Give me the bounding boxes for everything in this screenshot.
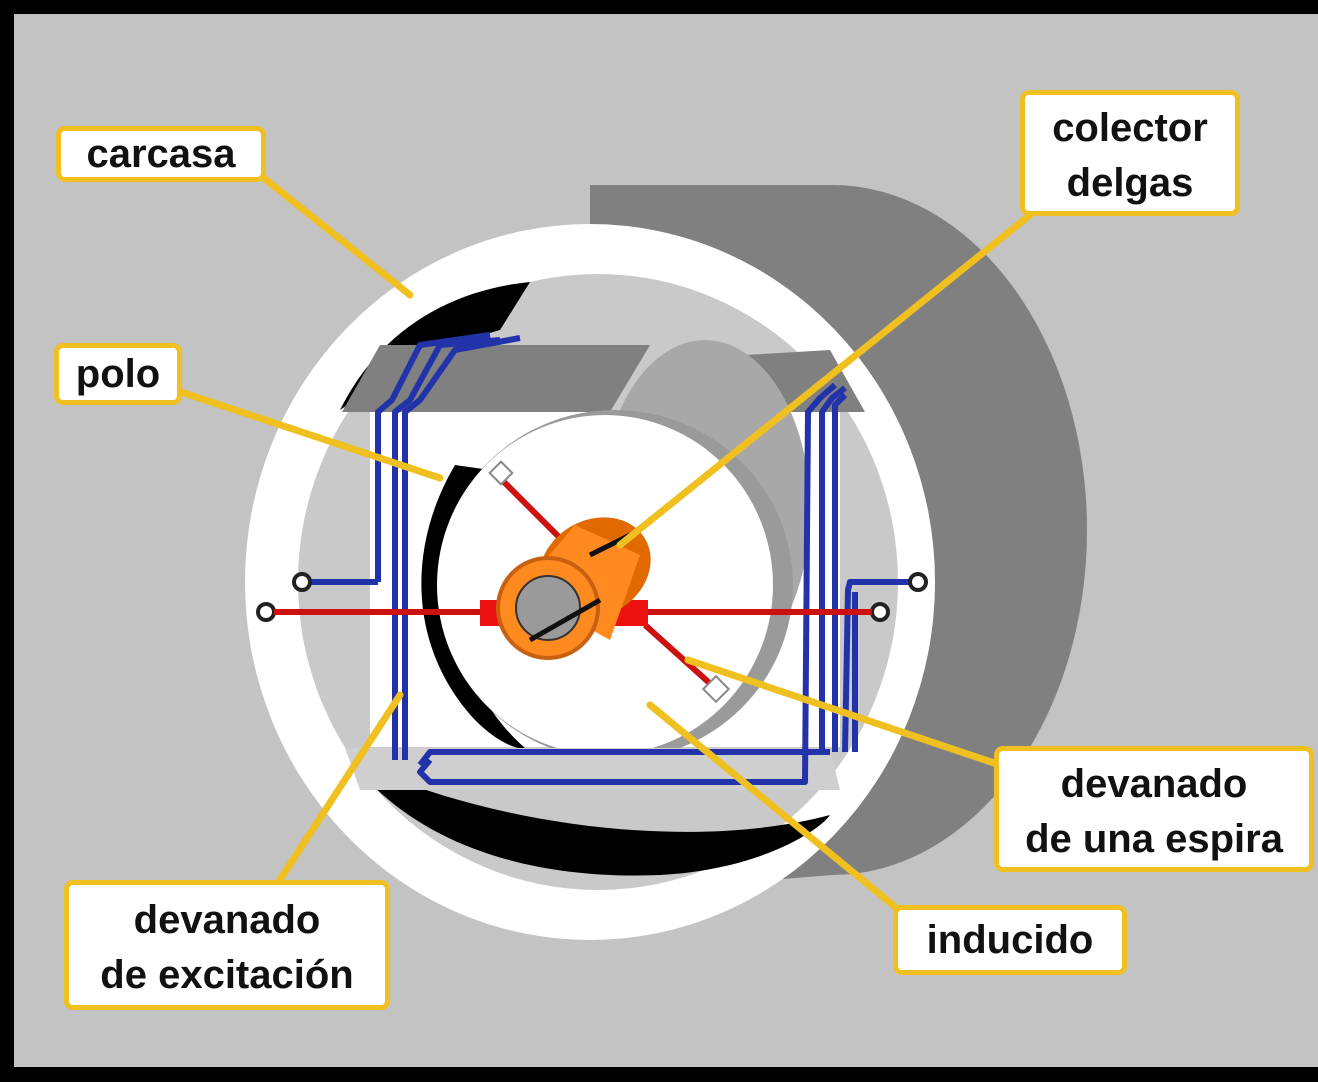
label-devanado-espira: devanado de una espira bbox=[994, 746, 1314, 872]
label-devanado-espira-line2: de una espira bbox=[1025, 817, 1283, 861]
label-inducido: inducido bbox=[893, 905, 1127, 975]
label-inducido-text: inducido bbox=[926, 918, 1094, 962]
field-winding bbox=[303, 332, 910, 785]
label-colector-line1: colector bbox=[1052, 106, 1208, 150]
leader-lines bbox=[171, 171, 1034, 919]
leader-colector bbox=[616, 211, 1034, 549]
pole-shoe-left bbox=[342, 345, 650, 412]
label-polo: polo bbox=[54, 343, 182, 405]
leader-devanado-excitacion bbox=[268, 691, 404, 896]
label-carcasa-text: carcasa bbox=[86, 132, 236, 176]
label-devanado-excitacion: devanado de excitación bbox=[64, 880, 390, 1010]
label-devanado-espira-line1: devanado bbox=[1060, 762, 1248, 806]
leader-polo bbox=[171, 386, 444, 482]
terminal-right-bottom bbox=[870, 602, 890, 622]
leader-carcasa bbox=[256, 171, 414, 299]
bore-shadow-bottom bbox=[350, 760, 830, 876]
label-colector-line2: delgas bbox=[1066, 161, 1194, 205]
coil-end-bottom bbox=[701, 674, 731, 704]
armature-loop bbox=[274, 475, 872, 691]
label-devanado-excitacion-line2: de excitación bbox=[100, 953, 354, 997]
label-carcasa: carcasa bbox=[56, 126, 266, 182]
label-devanado-excitacion-line1: devanado bbox=[133, 898, 321, 942]
leader-devanado-espira bbox=[684, 656, 1004, 769]
leader-inducido bbox=[646, 701, 909, 919]
terminal-left-bottom bbox=[256, 602, 276, 622]
terminal-left-top bbox=[292, 572, 312, 592]
coil-end-top bbox=[488, 460, 514, 486]
label-polo-text: polo bbox=[75, 352, 161, 396]
label-colector: colector delgas bbox=[1020, 90, 1240, 216]
terminal-right-top bbox=[908, 572, 928, 592]
